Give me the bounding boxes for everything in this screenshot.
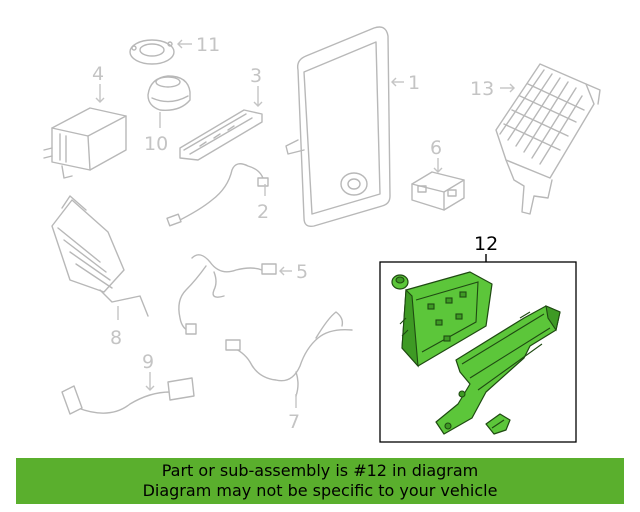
callout-3: 3 (250, 65, 262, 87)
part-6: 6 (411, 137, 465, 211)
callout-11: 11 (196, 34, 220, 56)
callout-4: 4 (92, 63, 104, 85)
parts-diagram: 11 10 4 3 2 (43, 26, 601, 443)
callout-7: 7 (288, 411, 300, 433)
callout-12: 12 (474, 233, 498, 255)
banner-line-1: Part or sub-assembly is #12 in diagram (161, 461, 479, 480)
callout-6: 6 (430, 137, 442, 159)
callout-1: 1 (408, 72, 420, 94)
part-8: 8 (51, 195, 149, 349)
callout-13: 13 (470, 78, 494, 100)
part-4: 4 (43, 63, 127, 179)
callout-9: 9 (142, 351, 154, 373)
callout-5: 5 (296, 261, 308, 283)
banner-line-2: Diagram may not be specific to your vehi… (142, 481, 498, 500)
info-banner: Part or sub-assembly is #12 in diagram D… (16, 458, 624, 504)
part-7: 7 (225, 311, 353, 433)
part-12-group[interactable]: 12 (379, 233, 577, 443)
callout-10: 10 (144, 133, 168, 155)
highlight-box (379, 261, 577, 443)
part-2: 2 (166, 163, 269, 227)
part-3: 3 (179, 65, 263, 161)
callout-2: 2 (257, 201, 269, 223)
callout-8: 8 (110, 327, 122, 349)
part-10: 10 (144, 75, 191, 155)
part-11: 11 (129, 34, 220, 65)
part-5: 5 (178, 254, 308, 335)
part-13: 13 (470, 63, 601, 215)
part-9: 9 (61, 351, 195, 415)
part-1: 1 (285, 26, 420, 228)
